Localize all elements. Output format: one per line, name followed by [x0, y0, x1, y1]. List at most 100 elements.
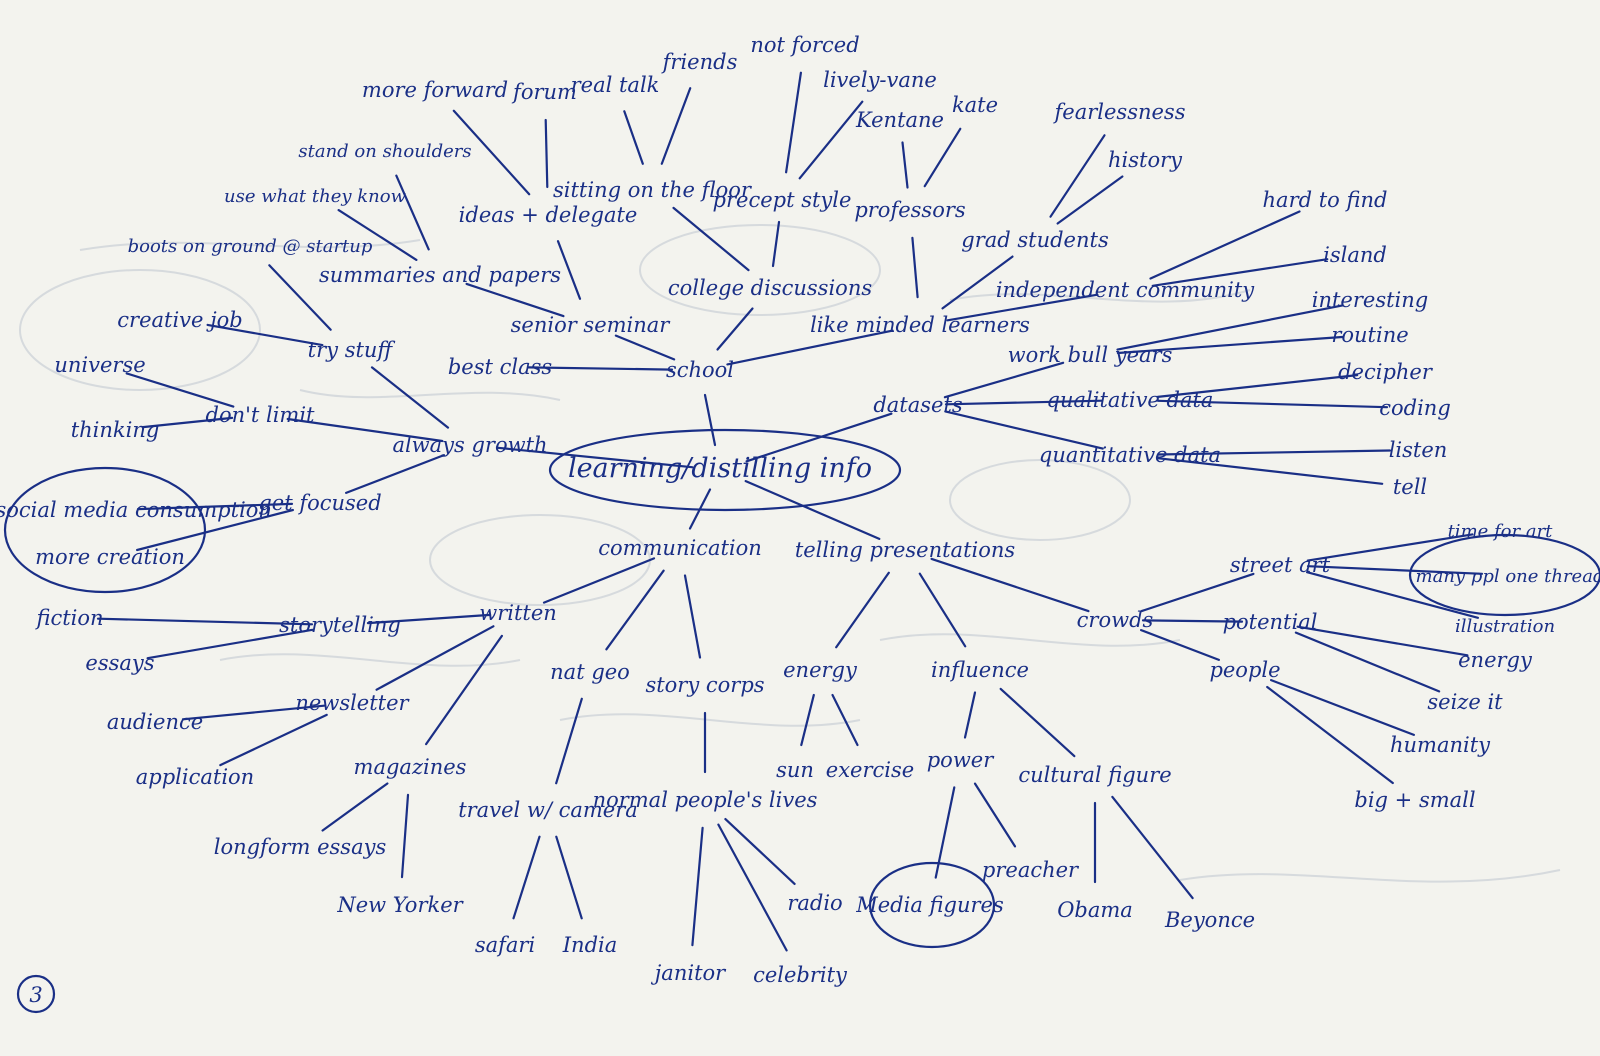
- node-people: people: [1209, 658, 1280, 682]
- node-longform-essays: longform essays: [214, 835, 387, 859]
- node-quantitative: quantitative data: [1039, 443, 1221, 467]
- edge-newsletter-audience: [181, 704, 326, 721]
- edge-college_discussions-precept_style: [771, 220, 781, 268]
- page-number-circle: [16, 974, 56, 1014]
- edge-telling_presentations-influence: [918, 572, 967, 648]
- node-center: learning/distilling info: [568, 453, 872, 484]
- highlight-circles: [3, 428, 1600, 949]
- edge-energy-exercise: [831, 693, 859, 747]
- connector-lines: [96, 71, 1484, 952]
- edge-telling_presentations-crowds: [930, 557, 1090, 613]
- circle-media_figures: [868, 861, 996, 949]
- edge-dont_limit-universe: [125, 372, 235, 408]
- node-more-forward: more forward: [362, 78, 508, 102]
- edge-get_focused-less_social: [136, 502, 294, 511]
- edge-people-humanity: [1269, 678, 1416, 737]
- edge-normal_lives-celebrity: [717, 823, 788, 952]
- node-fearlessness: fearlessness: [1053, 100, 1186, 124]
- node-best-class: best class: [448, 355, 553, 379]
- node-tell: tell: [1393, 475, 1427, 499]
- node-written: written: [479, 601, 557, 625]
- edge-always_growth-get_focused: [345, 454, 445, 494]
- node-storytelling: storytelling: [279, 613, 401, 637]
- edge-center-always_growth: [496, 446, 694, 469]
- edge-sitting_floor-friends: [660, 87, 692, 165]
- edge-crowds-street_art: [1140, 572, 1255, 613]
- node-real-talk: real talk: [571, 73, 660, 97]
- node-travel-camera: travel w/ camera: [458, 798, 638, 822]
- node-more-creation: more creation: [35, 545, 185, 569]
- node-normal-lives: normal people's lives: [593, 788, 818, 812]
- node-kate: kate: [952, 93, 998, 117]
- node-stand-shoulders: stand on shoulders: [298, 141, 471, 162]
- edge-work_bull_years-interesting: [1116, 304, 1344, 351]
- edge-energy-sun: [800, 693, 815, 747]
- edge-ideas_delegate-forum: [544, 118, 549, 189]
- bleed-through: [19, 224, 1561, 883]
- edge-precept_style-lively_vane: [798, 100, 864, 180]
- node-island: island: [1323, 243, 1387, 267]
- edge-center-telling_presentations: [744, 480, 881, 541]
- edge-center-datasets: [745, 412, 893, 463]
- node-big-small: big + small: [1354, 788, 1475, 812]
- edge-grad_students-history: [1056, 175, 1124, 225]
- node-newsletter: newsletter: [295, 691, 410, 715]
- node-thinking: thinking: [71, 418, 160, 442]
- node-story-corps: story corps: [645, 673, 764, 697]
- node-kentane: Kentane: [855, 108, 944, 132]
- node-potential: potential: [1223, 610, 1318, 634]
- node-energy2: energy: [1458, 648, 1533, 672]
- node-dont-limit: don't limit: [206, 403, 316, 427]
- edge-quantitative-tell: [1156, 457, 1384, 485]
- edge-written-magazines: [425, 634, 503, 746]
- edge-crowds-people: [1139, 628, 1221, 662]
- node-not-forced: not forced: [750, 33, 859, 57]
- edge-professors-kentane: [901, 141, 909, 189]
- edge-potential-seize_it: [1294, 631, 1441, 693]
- edge-people-big_small: [1266, 685, 1394, 785]
- edge-normal_lives-radio: [724, 817, 796, 886]
- edge-ideas_delegate-more_forward: [452, 109, 531, 196]
- node-history: history: [1108, 148, 1183, 172]
- node-summaries-papers: summaries and papers: [319, 263, 561, 287]
- node-precept-style: precept style: [713, 188, 852, 212]
- node-qualitative: qualitative data: [1047, 388, 1214, 412]
- edge-school-like_minded: [726, 329, 894, 366]
- node-independent-community: independent community: [996, 278, 1255, 302]
- node-universe: universe: [54, 353, 145, 377]
- edge-try_stuff-boots_ground: [268, 264, 332, 331]
- edge-written-storytelling: [366, 613, 492, 625]
- node-janitor: janitor: [651, 961, 727, 985]
- edge-street_art-many_ppl: [1306, 565, 1484, 575]
- node-new-yorker: New Yorker: [336, 893, 464, 917]
- edge-professors-kate: [923, 127, 962, 188]
- edge-senior_seminar-ideas_delegate: [556, 240, 582, 300]
- node-sun: sun: [776, 758, 814, 782]
- node-media-figures: Media figures: [855, 893, 1004, 917]
- node-interesting: interesting: [1312, 288, 1428, 312]
- edge-dont_limit-thinking: [141, 416, 234, 429]
- node-power: power: [927, 748, 995, 772]
- page-number: 3: [29, 983, 42, 1007]
- edge-influence-power: [963, 691, 977, 739]
- edge-newsletter-application: [219, 713, 328, 767]
- edge-always_growth-try_stuff: [370, 366, 450, 429]
- edge-school-best_class: [526, 366, 674, 371]
- node-obama: Obama: [1057, 898, 1133, 922]
- node-grad-students: grad students: [961, 228, 1109, 252]
- edge-datasets-quantitative: [944, 410, 1104, 450]
- edge-communication-nat_geo: [605, 569, 665, 651]
- edge-datasets-work_bull_years: [943, 361, 1065, 399]
- edge-power-preacher: [973, 782, 1017, 848]
- edge-try_stuff-creative_job: [206, 323, 324, 347]
- node-lively-vane: lively-vane: [823, 68, 937, 92]
- edge-like_minded-grad_students: [941, 255, 1014, 310]
- node-india: India: [562, 933, 618, 957]
- node-humanity: humanity: [1390, 733, 1491, 757]
- edge-center-school: [703, 393, 717, 447]
- node-street-art: street art: [1230, 553, 1331, 577]
- edge-written-newsletter: [375, 625, 495, 691]
- edge-always_growth-dont_limit: [286, 417, 444, 443]
- edge-normal_lives-janitor: [691, 826, 704, 947]
